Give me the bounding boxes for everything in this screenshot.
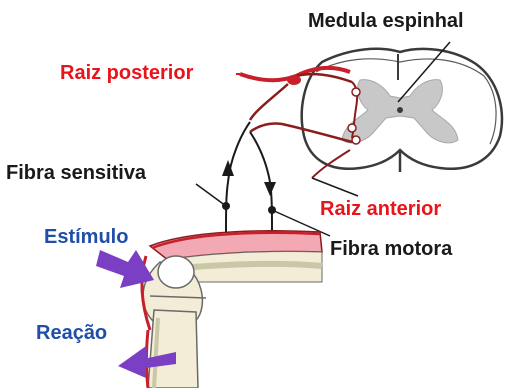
sensory-fiber-leader xyxy=(196,184,226,206)
label-reaction: Reação xyxy=(36,322,107,344)
label-motor-fiber: Fibra motora xyxy=(330,238,452,260)
label-posterior-root: Raiz posterior xyxy=(60,62,193,84)
label-anterior-root: Raiz anterior xyxy=(320,198,441,220)
motor-fiber-line xyxy=(250,132,276,232)
label-sensory-fiber: Fibra sensitiva xyxy=(6,162,146,184)
label-spinal-cord: Medula espinhal xyxy=(308,10,464,32)
label-stimulus: Estímulo xyxy=(44,226,128,248)
sensory-fiber-line xyxy=(222,122,250,232)
lower-leg xyxy=(147,310,199,388)
